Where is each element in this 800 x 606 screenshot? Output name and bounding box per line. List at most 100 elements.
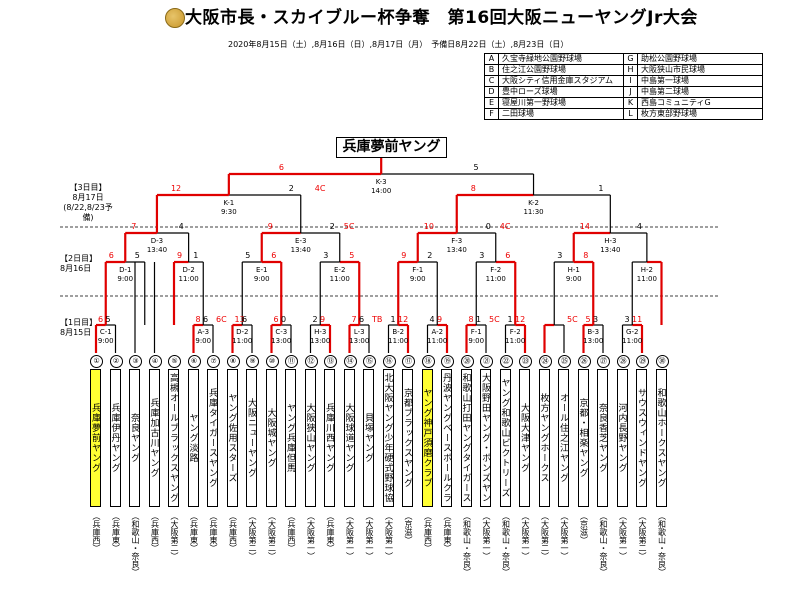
team-region: （大阪第一）	[482, 512, 491, 560]
page-title: 大阪市長・スカイブルー杯争奪 第16回大阪ニューヤングJr大会	[185, 8, 698, 28]
venue-name: 枚方東部野球場	[637, 108, 763, 120]
team-region: （大阪第二）	[248, 512, 257, 560]
team-name: 大阪野田ヤング・ボンズヤング連合	[480, 369, 491, 507]
team-number: ㉕	[558, 355, 571, 368]
team-number: ⑥	[187, 355, 201, 368]
team-number: ⑲	[441, 355, 454, 368]
r2-score-left: 6	[108, 251, 114, 260]
qf-score-right: 4	[178, 222, 184, 231]
team-number: ④	[148, 355, 162, 368]
team-number: ㉓	[519, 355, 532, 368]
team-name: 大阪狭山ヤング	[304, 369, 316, 507]
team-name: 大阪城ヤング	[265, 369, 277, 507]
team-name: 奈良ヤング	[129, 369, 140, 507]
team-name: ヤング淡路	[187, 369, 199, 507]
team-name: 兵庫夢前ヤング	[90, 369, 101, 507]
qf-score-left: 14	[579, 222, 590, 231]
r1-score-right: 12	[398, 315, 409, 324]
qf-score-right: 2	[329, 222, 335, 231]
r1-score-left: 13	[234, 315, 245, 324]
r2-score-right: 1	[193, 251, 199, 260]
qf-score-right: 4	[636, 222, 642, 231]
team-number: ㉗	[597, 355, 610, 368]
r2-score-left: 3	[323, 251, 329, 260]
team-number: ⑰	[402, 355, 415, 368]
r1-note: TB	[372, 315, 383, 324]
day1-label: 【1日目】8月15日	[60, 318, 98, 337]
team-number: ②	[109, 355, 123, 368]
team-name: 兵庫伊丹ヤング	[109, 369, 121, 507]
r2-score-left: 9	[177, 251, 183, 260]
team-region: （大阪第一）	[560, 512, 569, 560]
team-number: ⑬	[324, 355, 337, 368]
r1-score-left: 8	[468, 315, 474, 324]
r2-score-left: 3	[479, 251, 485, 260]
team-name: オール住之江ヤング	[558, 369, 569, 507]
qf-score-left: 7	[131, 222, 137, 231]
qf-note: 5C	[343, 222, 355, 231]
day2-label: 【2日目】8月16日	[60, 254, 98, 273]
team-number: ⑤	[168, 355, 181, 368]
team-number: ⑪	[285, 355, 298, 368]
team-region: （兵庫西）	[423, 512, 433, 552]
team-name: 河内長野ヤング	[616, 369, 628, 507]
team-region: （兵庫西）	[287, 512, 296, 552]
r1-score-right: 6	[359, 315, 365, 324]
team-region: （大阪第一）	[521, 512, 530, 560]
team-region: （兵庫東）	[189, 512, 199, 552]
team-name: 兵庫加古川ヤング	[148, 369, 160, 507]
team-name: 大阪大津ヤング	[519, 369, 530, 507]
r1-score-left: 5	[585, 315, 591, 324]
team-number: ⑫	[304, 355, 318, 368]
team-name: 兵庫タイガースヤング	[207, 369, 218, 507]
tournament-logo-icon	[165, 8, 185, 28]
r2-score-left: 3	[557, 251, 563, 260]
team-name: 和歌山ホークスヤング	[655, 369, 667, 507]
r1-score-right: 11	[632, 315, 643, 324]
team-region: （大阪第二）	[267, 512, 277, 560]
team-name: 奈良香芝ヤング	[597, 369, 608, 507]
r2-score-right: 6	[505, 251, 511, 260]
schedule-dates: 2020年8月15日（土）,8月16日（日）,8月17日（月） 予備日8月22日…	[228, 40, 569, 49]
r1-score-left: 7	[351, 315, 357, 324]
team-name: サウスウィンドヤング	[636, 369, 647, 507]
team-region: （大阪第一）	[345, 512, 355, 560]
team-number: ㉙	[636, 355, 649, 368]
team-name: 大阪ニューヤング	[246, 369, 257, 507]
r1-score-right: 0	[281, 315, 287, 324]
r1-score-right: 6	[203, 315, 209, 324]
r1-note: 5C	[567, 315, 578, 324]
r1-score-right: 9	[320, 315, 326, 324]
team-number: ⑩	[265, 355, 279, 368]
team-number: ⑳	[460, 355, 474, 368]
r2-score-right: 8	[583, 251, 589, 260]
team-region: （和歌山・奈良）	[599, 512, 608, 576]
team-region: （大阪第二）	[540, 512, 550, 560]
team-number: ㉘	[616, 355, 630, 368]
team-region: （兵庫東）	[443, 512, 452, 552]
team-number: ⑯	[382, 355, 396, 368]
team-name: 和歌山打田ヤングタイガース	[460, 369, 472, 507]
qf-score-left: 9	[267, 222, 273, 231]
team-name: ヤング佐用スターズ	[226, 369, 238, 507]
team-region: （大阪第二）	[170, 512, 179, 560]
team-number: ㉖	[577, 355, 591, 368]
team-region: （兵庫東）	[111, 512, 121, 552]
day3-label: 【3日目】8月17日(8/22,8/23予備)	[63, 183, 113, 222]
